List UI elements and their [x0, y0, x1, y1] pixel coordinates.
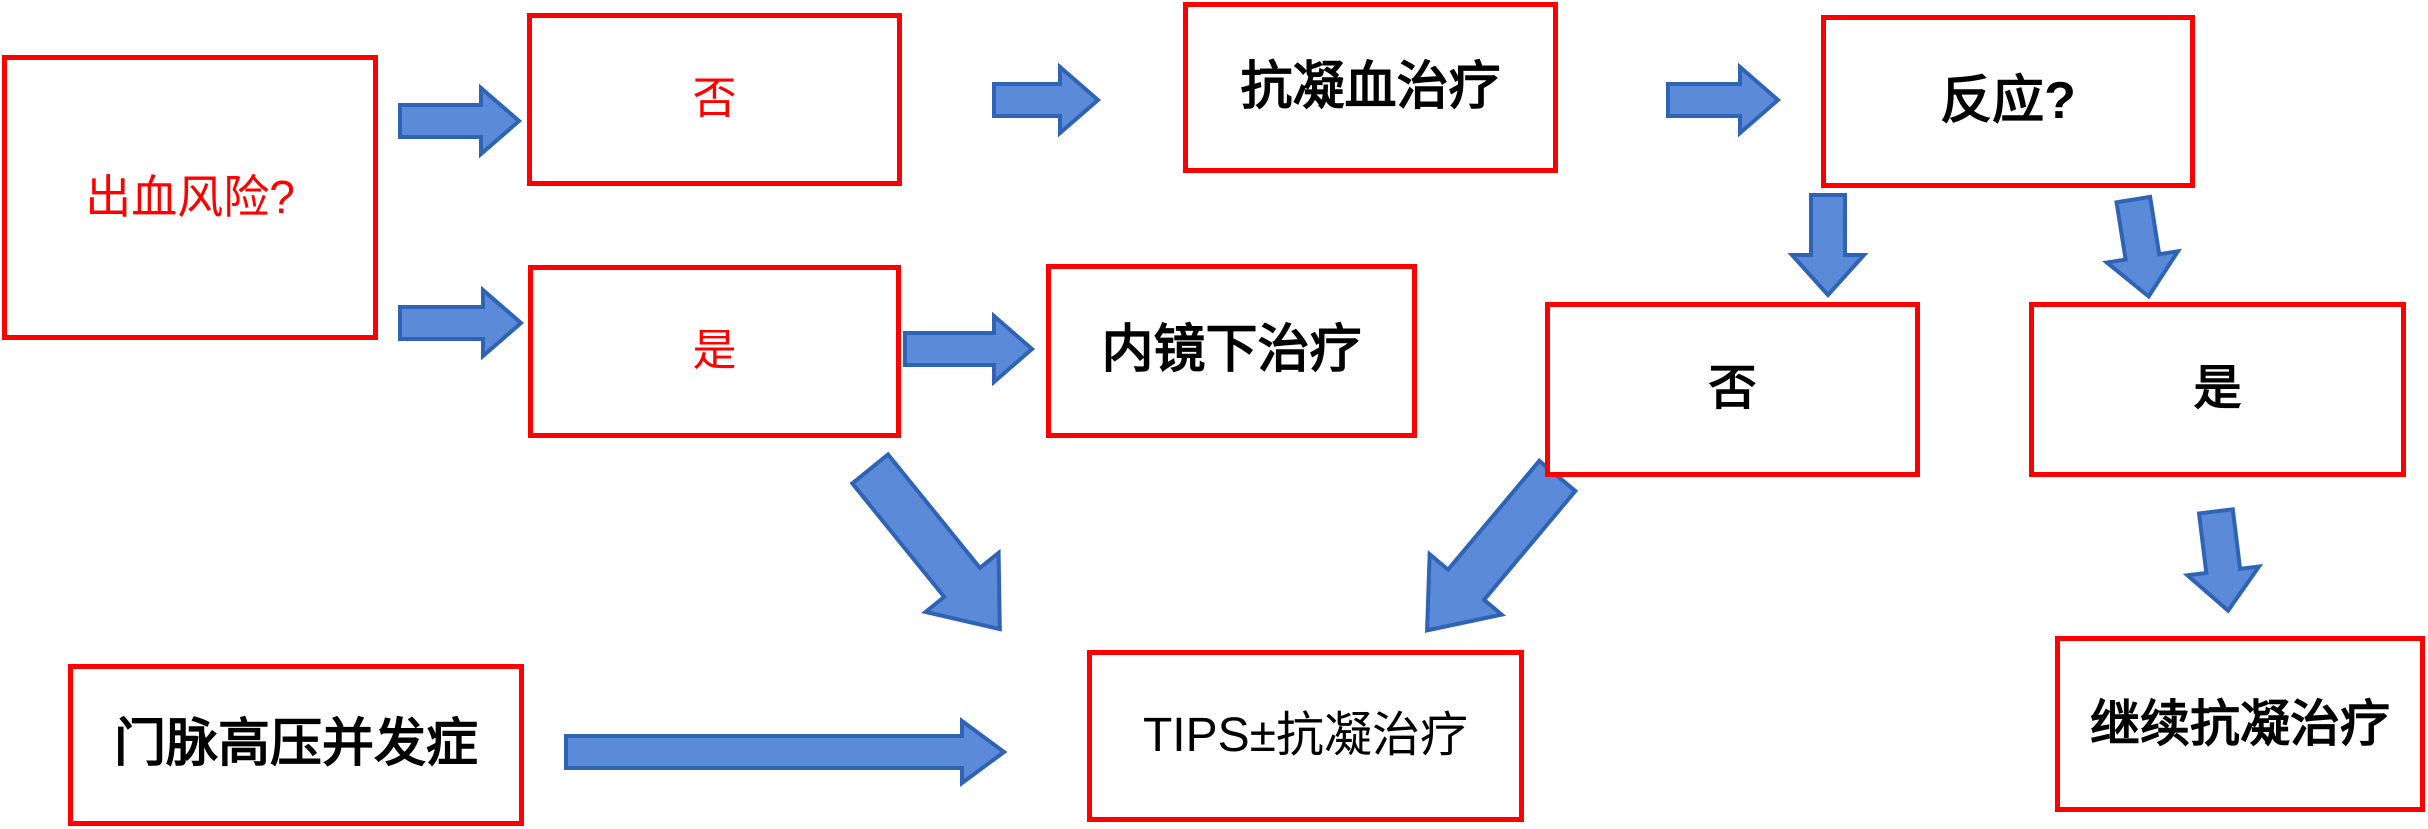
arrow-response-yes-to-continue [2182, 507, 2264, 614]
node-bleeding-risk: 出血风险? [2, 55, 378, 340]
arrow-yes-mid-to-tips [849, 451, 1002, 632]
arrow-response-to-response-yes [2102, 194, 2183, 300]
arrow-bleeding-risk-to-no-top [398, 83, 523, 159]
node-endoscopic-treatment: 内镜下治疗 [1046, 264, 1417, 438]
node-continue-anticoagulation: 继续抗凝治疗 [2055, 636, 2425, 812]
node-anticoagulation-therapy: 抗凝血治疗 [1183, 2, 1558, 173]
node-tips-anticoagulation: TIPS±抗凝治疗 [1087, 650, 1524, 822]
node-portal-hypertension-complications: 门脉高压并发症 [68, 664, 524, 826]
node-response-yes: 是 [2029, 302, 2406, 477]
arrow-bleeding-risk-to-yes-mid [398, 285, 525, 361]
node-response-question: 反应? [1821, 15, 2195, 188]
node-yes-mid: 是 [528, 265, 901, 438]
node-response-no: 否 [1545, 302, 1920, 477]
arrow-response-no-to-tips [1424, 458, 1579, 633]
arrow-response-to-response-no [1787, 193, 1869, 298]
arrow-portal-htn-to-tips [564, 717, 1008, 787]
arrow-yes-mid-to-endoscopic [903, 311, 1036, 387]
node-no-top: 否 [527, 13, 902, 186]
arrow-no-top-to-anticoagulation [992, 62, 1102, 138]
arrow-anticoagulation-to-response [1666, 62, 1782, 138]
